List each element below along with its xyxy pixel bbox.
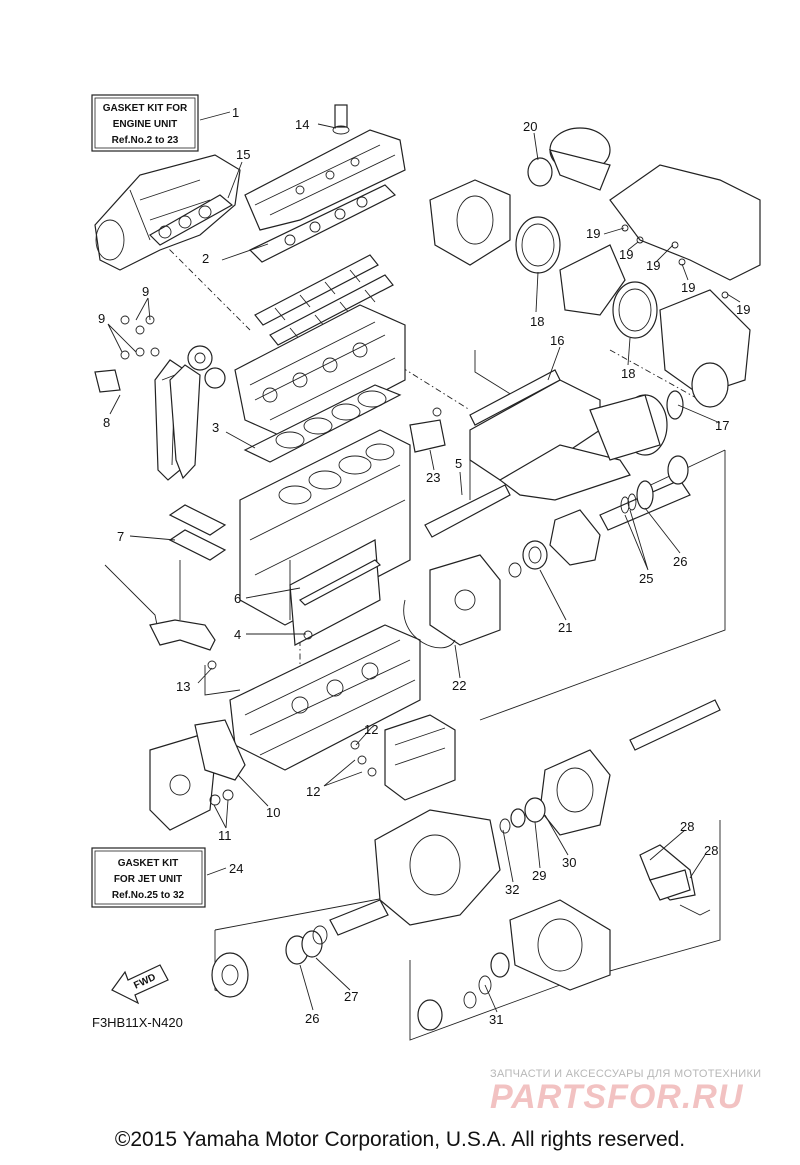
callout-30: 30 [562, 855, 576, 870]
timing-chain [94, 315, 226, 481]
callout-23: 23 [426, 470, 440, 485]
camshafts [254, 254, 394, 346]
engine-kit-line2: ENGINE UNIT [113, 119, 177, 130]
callout-18-right: 18 [621, 366, 635, 381]
callout-19-d: 19 [681, 280, 695, 295]
callout-28-lower: 28 [704, 843, 718, 858]
callout-9-lower: 9 [98, 311, 105, 326]
callout-32: 32 [505, 882, 519, 897]
callout-28-upper: 28 [680, 819, 694, 834]
thermostat [409, 407, 446, 453]
callout-12-lower: 12 [306, 784, 320, 799]
callout-25: 25 [639, 571, 653, 586]
water-pump [350, 714, 456, 801]
watermark-logo: PARTSFOR.RU [490, 1078, 744, 1116]
callout-14: 14 [295, 117, 309, 132]
callout-20: 20 [523, 119, 537, 134]
oil-dipstick-hose [104, 564, 313, 670]
head-gasket [243, 384, 402, 463]
callout-21: 21 [558, 620, 572, 635]
engine-kit-line3: Ref.No.2 to 23 [112, 135, 179, 146]
valve-cover [244, 104, 406, 263]
jet-bearings [211, 925, 510, 1031]
callout-19-b: 19 [619, 247, 633, 262]
jet-kit-line1: GASKET KIT [118, 858, 179, 869]
callout-27: 27 [344, 989, 358, 1004]
cylinder-head [234, 304, 406, 441]
callout-11: 11 [218, 828, 232, 843]
callout-8: 8 [103, 415, 110, 430]
oil-pump-cover [149, 719, 246, 831]
exhaust-manifold [94, 154, 241, 271]
muffler-assembly [429, 127, 761, 408]
callout-3: 3 [212, 420, 219, 435]
exhaust-pipe [469, 369, 684, 501]
jet-kit-line3: Ref.No.25 to 32 [112, 890, 185, 901]
callout-numbers: 1 2 3 4 5 6 7 8 9 9 10 11 12 12 13 14 15… [98, 105, 750, 1027]
callout-18-left: 18 [530, 314, 544, 329]
copyright-notice: ©2015 Yamaha Motor Corporation, U.S.A. A… [114, 1128, 686, 1151]
callout-10: 10 [266, 805, 280, 820]
callout-1: 1 [232, 105, 239, 120]
callout-19-c: 19 [646, 258, 660, 273]
callout-22: 22 [452, 678, 466, 693]
callout-17: 17 [715, 418, 729, 433]
callout-19-a: 19 [586, 226, 600, 241]
oil-cooler-housing [403, 540, 548, 649]
callout-31: 31 [489, 1012, 503, 1027]
callout-12-upper: 12 [364, 722, 378, 737]
callout-leaders [107, 111, 741, 1013]
driveshaft-coupler [549, 455, 691, 566]
assembly-outline-lines [159, 239, 726, 1041]
cylinder-block [239, 429, 411, 646]
jet-unit-housing [329, 809, 611, 991]
jet-pump [499, 699, 721, 916]
callout-26-lower: 26 [305, 1011, 319, 1026]
crankcase [229, 624, 421, 771]
callout-24: 24 [229, 861, 243, 876]
drawing-code: F3HB11X-N420 [92, 1015, 183, 1030]
callout-26-upper: 26 [673, 554, 687, 569]
callout-7: 7 [117, 529, 124, 544]
callout-19-e: 19 [736, 302, 750, 317]
engine-kit-line1: GASKET KIT FOR [103, 103, 188, 114]
jet-kit-line2: FOR JET UNIT [114, 874, 182, 885]
callout-16: 16 [550, 333, 564, 348]
callout-9-upper: 9 [142, 284, 149, 299]
callout-2: 2 [202, 251, 209, 266]
callout-13: 13 [176, 679, 190, 694]
callout-15: 15 [236, 147, 250, 162]
jet-gasket-kit-box: GASKET KIT FOR JET UNIT Ref.No.25 to 32 [91, 847, 206, 908]
small-gaskets [168, 484, 511, 606]
fwd-arrow-icon: FWD [111, 964, 169, 1005]
callout-4: 4 [234, 627, 241, 642]
watermark-tagline: ЗАПЧАСТИ И АКСЕССУАРЫ ДЛЯ МОТОТЕХНИКИ [490, 1068, 762, 1080]
callout-5: 5 [455, 456, 462, 471]
callout-29: 29 [532, 868, 546, 883]
callout-6: 6 [234, 591, 241, 606]
engine-gasket-kit-box: GASKET KIT FOR ENGINE UNIT Ref.No.2 to 2… [91, 94, 199, 152]
watermark: ЗАПЧАСТИ И АКСЕССУАРЫ ДЛЯ МОТОТЕХНИКИ PA… [490, 1068, 790, 1114]
